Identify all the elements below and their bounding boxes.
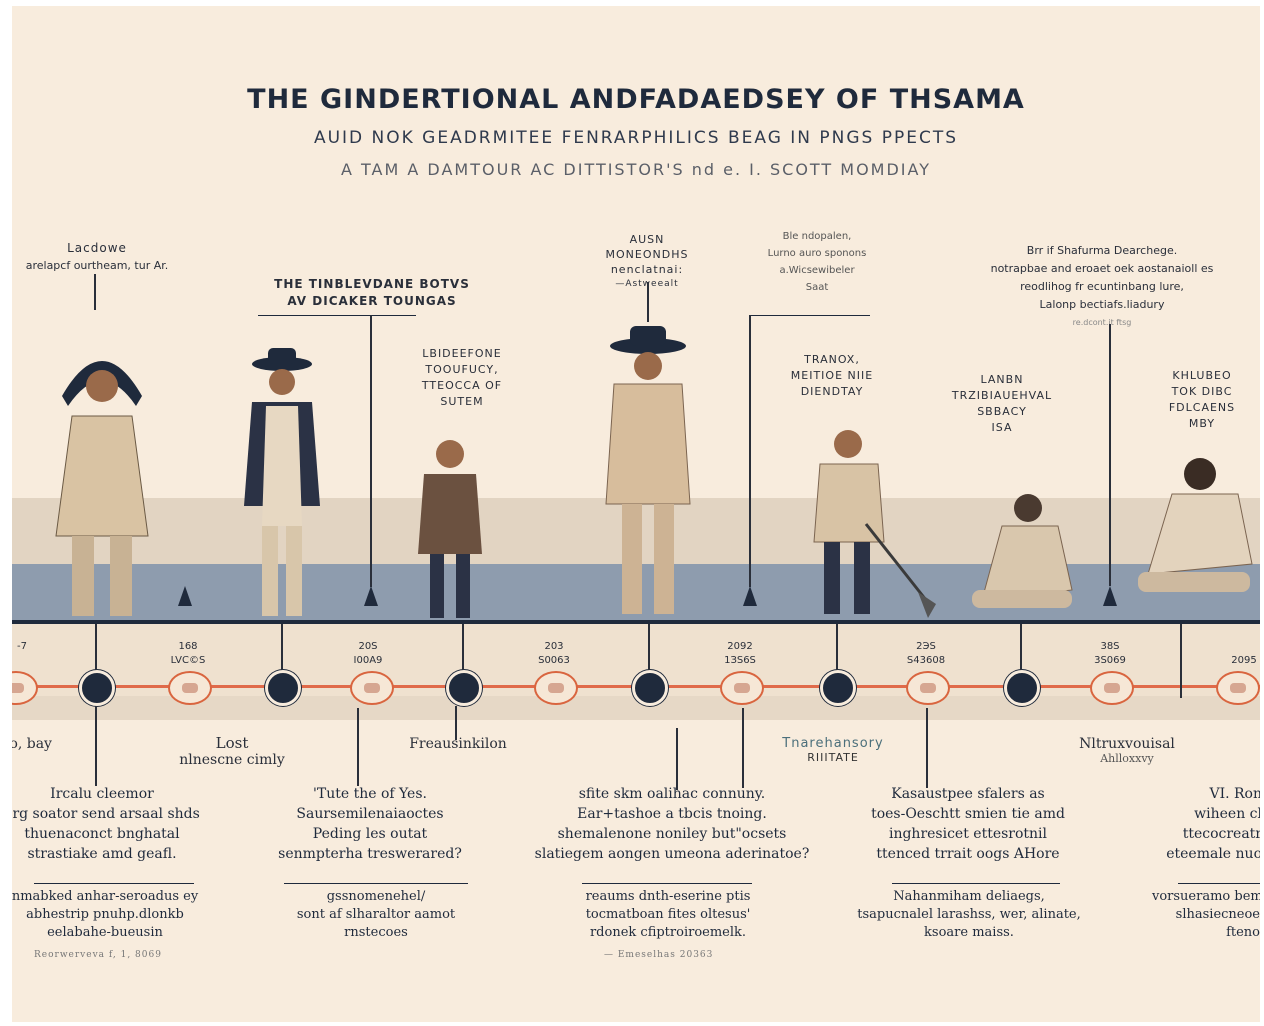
- timeline-node-dark: [1004, 670, 1040, 706]
- node-stem: [676, 728, 678, 790]
- cowboy-illustration: [578, 324, 708, 624]
- node-stem: [357, 708, 359, 786]
- mid-label-1: ɔ, bay: [12, 736, 70, 752]
- leader-line-2: [370, 315, 372, 587]
- node-stem: [455, 706, 457, 740]
- timeline-date: -7: [12, 640, 42, 654]
- chief-figure-illustration: [32, 326, 192, 626]
- timeline-node-dark: [820, 670, 856, 706]
- divider-rule: [892, 883, 1060, 884]
- event-description-3: sfite skm oalihac connuny.Ear+tashoe a t…: [522, 784, 822, 864]
- leader-line-7: [1109, 324, 1111, 586]
- pin-marker: [364, 586, 378, 606]
- node-stem: [926, 708, 928, 788]
- timeline-node-dark: [79, 670, 115, 706]
- boy-with-shovel-illustration: [796, 424, 946, 624]
- seated-girl-illustration: [1128, 454, 1260, 614]
- timeline-node-light: [1216, 671, 1260, 705]
- divider-rule: [284, 883, 468, 884]
- leader-line-5: [749, 315, 751, 587]
- footnote-4: Nahanmiham deliaegs,tsapucnalel larashss…: [854, 888, 1084, 942]
- timeline-node-dark: [446, 670, 482, 706]
- node-stem: [836, 624, 838, 670]
- divider-rule: [34, 883, 194, 884]
- byline: A TAM A DAMTOUR AC DITTISTOR'S nd e. I. …: [12, 160, 1260, 179]
- leader-line-4: [647, 282, 649, 322]
- node-stem: [1020, 624, 1022, 670]
- leader-line-1: [94, 274, 96, 310]
- mid-label-3: Freausinkilon: [398, 736, 518, 752]
- pin-marker: [1103, 586, 1117, 606]
- top-label-5-rule: [750, 315, 870, 316]
- page-subtitle: AUID NOK GEADRMITEE FENRARPHILICS BEAG I…: [12, 128, 1260, 148]
- pin-marker: [743, 586, 757, 606]
- timeline-node-light: [534, 671, 578, 705]
- timeline-node-light: [906, 671, 950, 705]
- node-stem: [648, 624, 650, 670]
- divider-rule: [582, 883, 752, 884]
- timeline-node-light: [720, 671, 764, 705]
- boy-illustration: [410, 434, 490, 624]
- seated-woman-illustration: [962, 490, 1082, 620]
- node-stem: [462, 624, 464, 670]
- node-stem: [742, 708, 744, 788]
- page-title: THE GINDERTIONAL ANDFADAEDSEY OF THSAMA: [12, 84, 1260, 115]
- timeline-node-light: [1090, 671, 1134, 705]
- node-stem: [95, 706, 97, 786]
- timeline-node-dark: [265, 670, 301, 706]
- man-in-hat-illustration: [222, 346, 342, 626]
- node-stem: [281, 624, 283, 670]
- source-note: — Emeselhas 20363: [604, 950, 713, 960]
- timeline-infographic: THE GINDERTIONAL ANDFADAEDSEY OF THSAMA …: [12, 6, 1260, 1022]
- timeline-node-light: [350, 671, 394, 705]
- node-stem: [95, 624, 97, 670]
- source-note: Reorwerveva f, 1, 8069: [34, 950, 162, 960]
- top-label-1: Lacdowe arelapcf ourtheam, tur Ar.: [12, 240, 182, 274]
- timeline-date: 2095: [1218, 654, 1260, 668]
- top-label-2-rule: [258, 315, 416, 316]
- node-stem: [1180, 624, 1182, 698]
- top-label-7: Brr if Shafurma Dearchege.notrapbae and …: [952, 242, 1252, 332]
- timeline-node-dark: [632, 670, 668, 706]
- timeline-node-light: [168, 671, 212, 705]
- divider-rule: [1178, 883, 1260, 884]
